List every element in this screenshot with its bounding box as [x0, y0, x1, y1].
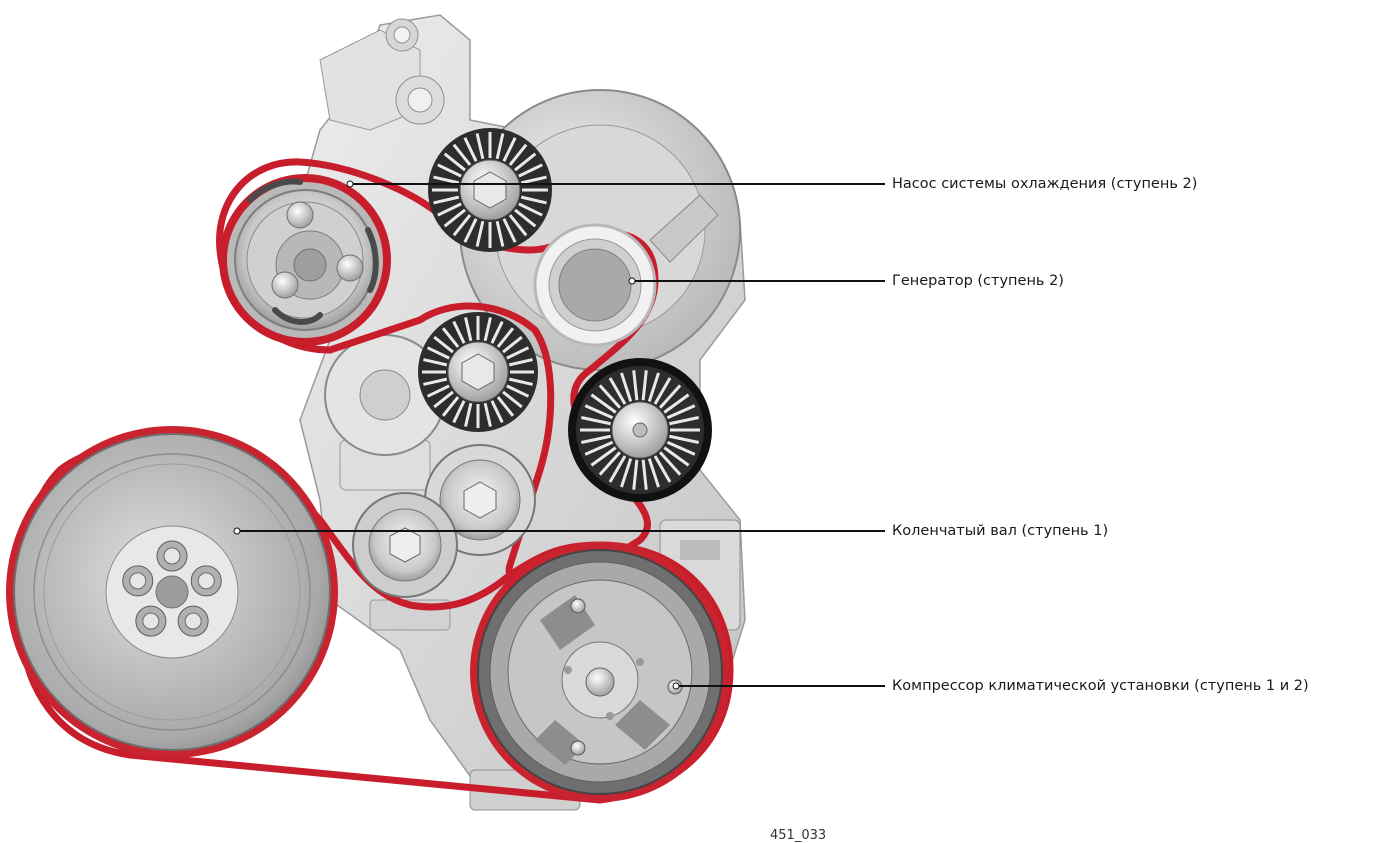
label-crankshaft: Коленчатый вал (ступень 1) — [892, 522, 1108, 540]
crankshaft-bolt-head — [143, 613, 159, 629]
crankshaft-bolt-head — [198, 573, 214, 589]
idler-pulley-lower-left — [353, 493, 457, 597]
generator-pulley — [535, 225, 655, 345]
tensioner-pulley-right — [568, 358, 712, 502]
crankshaft-pulley — [6, 426, 338, 758]
crankshaft-bolt-head — [164, 548, 180, 564]
idler-pulley-top — [428, 128, 552, 252]
label-ac-compressor: Компрессор климатической установки (ступ… — [892, 677, 1309, 695]
crankshaft-bolt-head — [130, 573, 146, 589]
idler-pulley-middle — [418, 312, 538, 432]
ac-compressor-pulley — [470, 542, 730, 802]
crankshaft-bolt-head — [185, 613, 201, 629]
water-pump-pulley — [223, 178, 387, 342]
label-generator: Генератор (ступень 2) — [892, 272, 1064, 290]
figure-number: 451_033 — [770, 829, 826, 843]
label-water-pump: Насос системы охлаждения (ступень 2) — [892, 175, 1197, 193]
